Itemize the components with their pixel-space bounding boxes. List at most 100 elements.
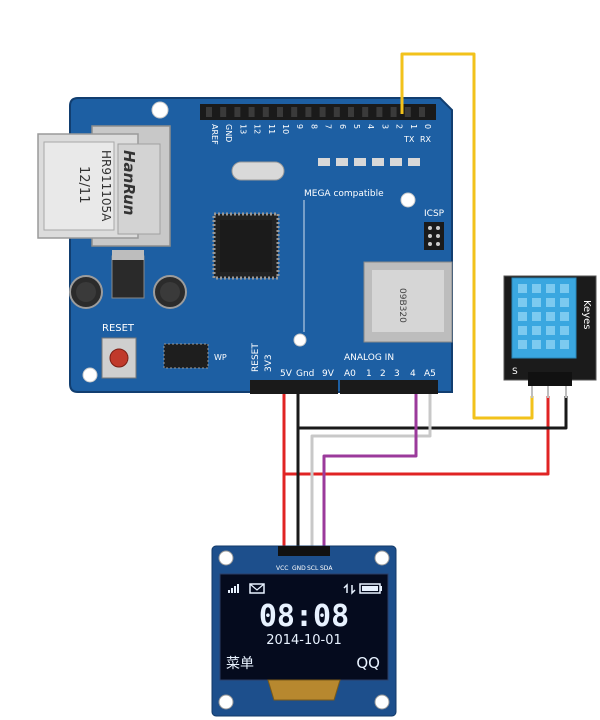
wire-data-yellow (400, 52, 534, 420)
sensor-grille-slot (546, 312, 555, 321)
rj45-jack: HanRun HR911105A 12/11 (37, 125, 171, 247)
analog-pin-a5: A5 (424, 369, 436, 379)
top-header-pin (262, 107, 269, 117)
wire-red-to-sensor (284, 396, 550, 476)
sensor-grille-slot (546, 340, 555, 349)
analog-pin-3: 3 (394, 369, 400, 379)
sensor-grille-slot (518, 284, 527, 293)
top-pin-label: GND (224, 124, 233, 142)
mounting-hole (374, 550, 390, 566)
mounting-hole (82, 367, 98, 383)
top-header-pin (305, 107, 312, 117)
sensor-grille-slot (532, 326, 541, 335)
mounting-hole (400, 192, 416, 208)
oled-right-soft-key: QQ (356, 654, 380, 672)
power-pin-gnd: Gnd (296, 369, 314, 379)
analog-pin-4: 4 (410, 369, 416, 379)
top-header-pin (376, 107, 383, 117)
sensor-grille-slot (518, 340, 527, 349)
sensor-grille-slot (532, 284, 541, 293)
sensor-brand: Keyes (581, 300, 592, 330)
icsp-header (424, 222, 444, 250)
transfer-arrows-icon (343, 583, 356, 595)
top-pin-label: 13 (238, 124, 247, 134)
dht11-sensor-module: Keyes S (503, 275, 597, 398)
signal-icon (228, 584, 239, 593)
top-pin-label: 7 (324, 124, 333, 129)
analog-header (340, 380, 438, 394)
oled-pin-labels: VCC GND SCL SDA (276, 565, 333, 572)
w5100-chip (212, 212, 280, 280)
top-pin-label: 6 (338, 124, 347, 129)
mounting-hole (151, 101, 169, 119)
top-pin-label: 1 (409, 124, 418, 129)
top-pin-label: 9 (295, 124, 304, 129)
sensor-grille-slot (546, 298, 555, 307)
top-header-pin (348, 107, 354, 117)
top-pin-label: 11 (267, 124, 276, 134)
top-pin-label: 3 (380, 124, 389, 129)
crystal (231, 161, 285, 181)
top-header-pin (404, 107, 411, 117)
wire-black-to-sensor (298, 396, 568, 430)
top-pin-label: 8 (309, 124, 318, 129)
top-header-pin (234, 107, 241, 117)
top-pin-label: 4 (366, 124, 375, 129)
oled-pin-scl: SCL (307, 565, 319, 572)
sensor-grille-slot (518, 298, 527, 307)
top-pin-label: 2 (395, 124, 404, 129)
battery-icon (359, 583, 382, 594)
small-ic (163, 343, 209, 369)
tx-label: TX (403, 135, 415, 144)
sensor-grille-slot (560, 284, 569, 293)
oled-time: 08:08 (259, 599, 349, 634)
top-pin-label: 10 (281, 124, 290, 134)
wire-scl-white (310, 394, 432, 550)
analog-pin-1: 1 (366, 369, 372, 379)
sensor-grille-slot (546, 284, 555, 293)
top-header-pin (419, 107, 425, 117)
oled-left-soft-key: 菜单 (226, 656, 254, 672)
power-header (250, 380, 338, 394)
jack-brand: HanRun (120, 150, 138, 215)
top-header-pin (362, 107, 369, 117)
power-pin-3v3: 3V3 (264, 354, 274, 372)
top-header-pin (277, 107, 283, 117)
sensor-grille-slot (532, 312, 541, 321)
analog-pin-a0: A0 (344, 369, 356, 379)
microsd-slot: 09B320 (363, 261, 453, 343)
oled-pin-vcc: VCC (276, 565, 288, 572)
oled-pin-gnd: GND (292, 565, 306, 572)
top-pin-label: 0 (423, 124, 432, 129)
sensor-grille-slot (560, 312, 569, 321)
mounting-hole (293, 333, 307, 347)
sensor-grille-slot (546, 326, 555, 335)
oled-header (278, 546, 330, 556)
top-pin-label: 12 (253, 124, 262, 134)
top-pin-label: 5 (352, 124, 361, 129)
oled-module: VCC GND SCL SDA 08:08 2014-10-01 菜单 (211, 545, 397, 717)
status-leds (318, 158, 420, 166)
oled-date: 2014-10-01 (266, 633, 342, 648)
sensor-pin-s: S (512, 367, 518, 377)
wp-label: WP (214, 353, 227, 362)
analog-in-label: ANALOG IN (344, 353, 394, 363)
sd-label: 09B320 (397, 288, 407, 323)
sensor-grille-slot (560, 326, 569, 335)
power-pin-reset: RESET (251, 343, 261, 372)
sensor-grille-slot (560, 340, 569, 349)
analog-pin-labels: A0 1 2 3 4 A5 (344, 369, 436, 379)
reset-label: RESET (102, 323, 135, 334)
top-header-pin (333, 107, 340, 117)
sensor-grille-slot (532, 298, 541, 307)
wire-sda-purple (322, 394, 418, 550)
icsp-label: ICSP (424, 209, 445, 219)
mail-icon (249, 583, 265, 594)
top-pin-label: AREF (210, 124, 219, 145)
jack-model: HR911105A (99, 150, 113, 222)
sensor-grille-slot (532, 340, 541, 349)
power-pin-5v: 5V (280, 369, 293, 379)
mega-compatible-label: MEGA compatible (304, 189, 384, 199)
